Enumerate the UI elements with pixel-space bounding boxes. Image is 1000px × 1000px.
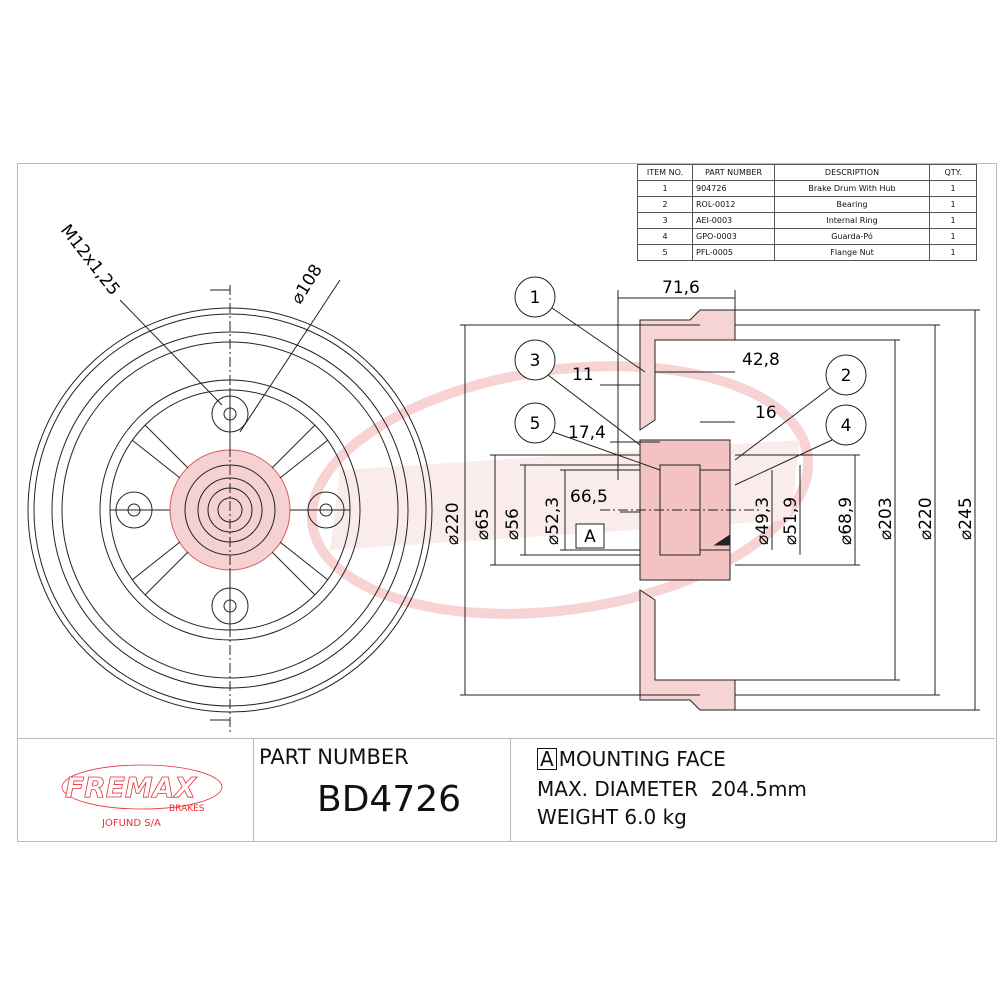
datum-box: A [537, 748, 557, 770]
dim-dia-56: ⌀56 [503, 508, 523, 540]
bolt-circle-label: ⌀108 [287, 261, 327, 308]
bom-description: Internal Ring [774, 212, 930, 229]
balloon-4: 4 [841, 416, 852, 436]
dim-66-5: 66,5 [570, 487, 608, 507]
mounting-face-text: MOUNTING FACE [558, 747, 726, 771]
thread-label: M12x1,25 [56, 221, 124, 300]
weight: WEIGHT 6.0 kg [537, 805, 687, 829]
dim-11: 11 [572, 365, 594, 385]
bom-qty: 1 [929, 244, 977, 261]
bom-header: ITEM NO. [637, 164, 693, 181]
bom-part-number: ROL-0012 [692, 196, 775, 213]
dim-dia-49-3: ⌀49,3 [753, 497, 773, 545]
balloon-5: 5 [530, 414, 541, 434]
datum-a: A [584, 527, 596, 547]
bom-header: DESCRIPTION [774, 164, 930, 181]
bom-part-number: AEI-0003 [692, 212, 775, 229]
dim-dia-51-9: ⌀51,9 [781, 497, 801, 545]
front-view [27, 279, 433, 735]
title-block: FREMAX BRAKES JOFUND S/A PART NUMBER BD4… [17, 738, 995, 842]
logo-brand: FREMAX [65, 771, 197, 804]
balloon-3: 3 [530, 351, 541, 371]
dim-42-8: 42,8 [742, 350, 780, 370]
dim-71-6: 71,6 [662, 278, 700, 298]
bom-item: 4 [637, 228, 693, 245]
bom-description: Bearing [774, 196, 930, 213]
dim-dia-68-9: ⌀68,9 [836, 497, 856, 545]
fremax-logo: FREMAX BRAKES JOFUND S/A [61, 764, 223, 829]
dim-dia-52-3: ⌀52,3 [543, 497, 563, 545]
divider [253, 739, 254, 841]
dim-dia-245: ⌀245 [956, 497, 976, 540]
bom-qty: 1 [929, 212, 977, 229]
dim-17-4: 17,4 [568, 423, 606, 443]
bom-item: 2 [637, 196, 693, 213]
bom-header: QTY. [929, 164, 977, 181]
max-diameter: MAX. DIAMETER 204.5mm [537, 777, 807, 801]
bom-item: 5 [637, 244, 693, 261]
bom-item: 1 [637, 180, 693, 197]
bom-qty: 1 [929, 196, 977, 213]
divider [510, 739, 511, 841]
bom-header-row: ITEM NO. PART NUMBER DESCRIPTION QTY. [637, 164, 977, 181]
part-number-label: PART NUMBER [259, 745, 409, 769]
balloon-2: 2 [841, 366, 852, 386]
bom-qty: 1 [929, 180, 977, 197]
bom-qty: 1 [929, 228, 977, 245]
part-number-value: BD4726 [317, 779, 462, 820]
section-dimensions: 1 3 5 2 4 A 71,6 42,8 11 16 17,4 66,5 ⌀2… [443, 278, 976, 547]
dim-dia-65: ⌀65 [473, 508, 493, 540]
watermark-logo [306, 361, 814, 619]
dim-dia-220-left: ⌀220 [443, 502, 463, 545]
bom-part-number: GPO-0003 [692, 228, 775, 245]
dim-16: 16 [755, 403, 777, 423]
bom-description: Guarda-Pó [774, 228, 930, 245]
dim-dia-203: ⌀203 [876, 497, 896, 540]
bom-part-number: PFL-0005 [692, 244, 775, 261]
balloon-1: 1 [530, 288, 541, 308]
section-view [460, 276, 980, 711]
dim-dia-220-right: ⌀220 [916, 497, 936, 540]
bom-item: 3 [637, 212, 693, 229]
logo-sub: BRAKES [169, 804, 205, 814]
bom-header: PART NUMBER [692, 164, 775, 181]
bom-part-number: 904726 [692, 180, 775, 197]
company-name: JOFUND S/A [101, 818, 161, 829]
bom-description: Flange Nut [774, 244, 930, 261]
bom-description: Brake Drum With Hub [774, 180, 930, 197]
